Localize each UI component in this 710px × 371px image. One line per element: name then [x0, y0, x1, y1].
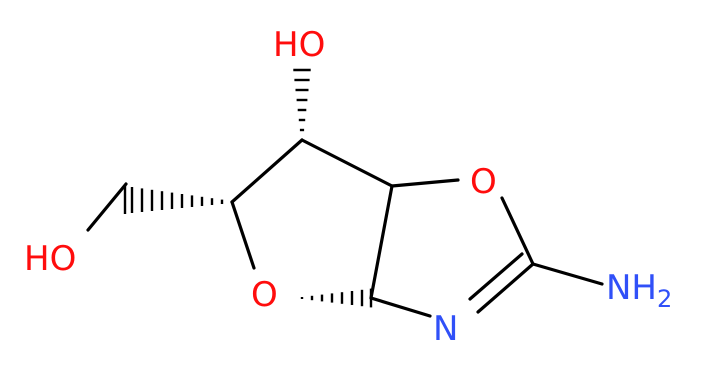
- bond-n-c-double-a: [476, 262, 535, 314]
- bond-c6-o-ring: [390, 178, 460, 188]
- label-ho-left: HO: [24, 239, 76, 279]
- label-o-ring-right: O: [470, 162, 497, 202]
- hashed-bond-c2-ch2: [123, 186, 234, 214]
- bond-c1-c2: [230, 138, 304, 204]
- bond-n-c-double-b: [468, 252, 524, 301]
- bond-c1-c6: [300, 138, 394, 188]
- bond-c-nh2: [531, 262, 604, 286]
- bond-c5-c6: [369, 184, 394, 300]
- label-oh-top: HO: [273, 25, 325, 65]
- hashed-bond-o-c5: [300, 288, 373, 308]
- bond-ch2-ho: [86, 182, 128, 232]
- atom-label-layer: HO HO O O N NH2: [24, 25, 672, 349]
- bond-layer: [86, 68, 604, 318]
- bond-c2-o-ring: [230, 200, 256, 270]
- bond-o-c-amine: [500, 196, 535, 266]
- label-nh2-main: NH: [606, 268, 657, 308]
- label-n-ring: N: [433, 309, 458, 349]
- label-nh2: NH2: [606, 268, 672, 313]
- label-nh2-subscript: 2: [657, 285, 672, 313]
- bond-c5-n: [369, 296, 432, 318]
- hashed-bond-c1-oh: [293, 68, 311, 142]
- label-o-ring-left: O: [251, 275, 278, 315]
